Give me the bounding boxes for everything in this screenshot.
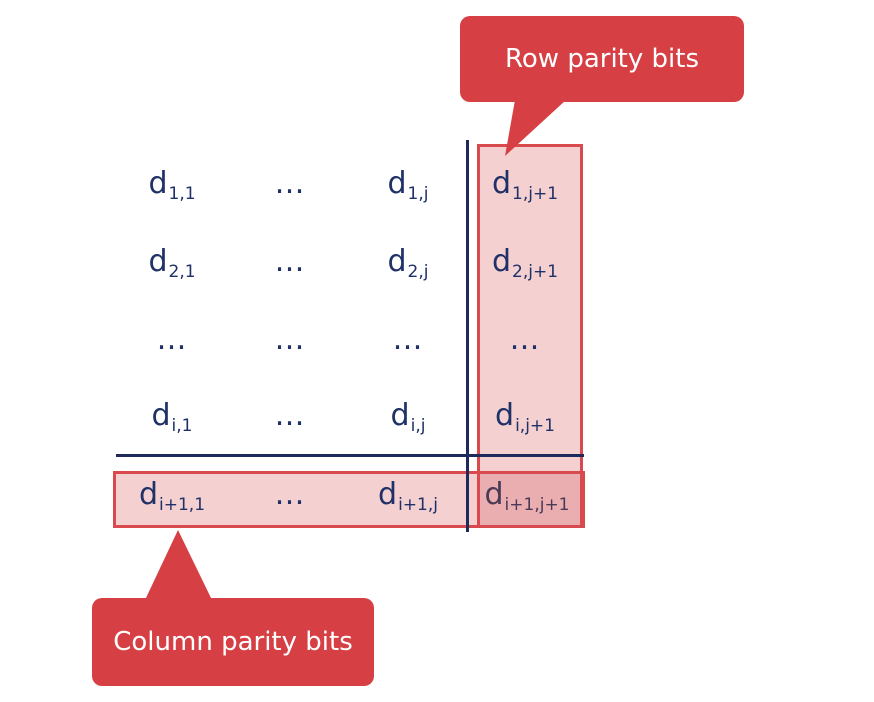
column-parity-pointer xyxy=(145,530,212,600)
cell-ellipsis-3: … xyxy=(392,322,423,357)
column-parity-label: Column parity bits xyxy=(113,627,353,657)
cell-2-j-plus-1: d2,j+1 xyxy=(491,244,559,282)
cell-ellipsis-2: … xyxy=(274,322,305,357)
cell-2-1: d2,1 xyxy=(148,244,196,282)
cell-i-plus-1-j-plus-1: di+1,j+1 xyxy=(484,477,570,515)
corner-parity-highlight xyxy=(477,471,583,528)
cell-i-plus-1-1: di+1,1 xyxy=(138,477,206,515)
cell-ellipsis-4: … xyxy=(509,322,540,357)
cell-i-j: di,j xyxy=(390,398,426,436)
cell-1-ellipsis: … xyxy=(274,166,305,201)
vertical-divider xyxy=(466,140,469,532)
cell-1-j-plus-1: d1,j+1 xyxy=(491,166,559,204)
row-parity-column-highlight xyxy=(477,144,583,528)
cell-i-plus-1-ellipsis: … xyxy=(274,477,305,512)
cell-1-j: d1,j xyxy=(387,166,429,204)
row-parity-callout: Row parity bits xyxy=(460,16,744,102)
cell-ellipsis-1: … xyxy=(156,322,187,357)
cell-2-j: d2,j xyxy=(387,244,429,282)
cell-i-j-plus-1: di,j+1 xyxy=(495,398,555,436)
column-parity-callout: Column parity bits xyxy=(92,598,374,686)
cell-i-ellipsis: … xyxy=(274,398,305,433)
horizontal-divider xyxy=(116,454,584,457)
cell-i-1: di,1 xyxy=(151,398,193,436)
cell-i-plus-1-j: di+1,j xyxy=(378,477,438,515)
cell-1-1: d1,1 xyxy=(148,166,196,204)
cell-2-ellipsis: … xyxy=(274,244,305,279)
row-parity-label: Row parity bits xyxy=(505,44,699,74)
